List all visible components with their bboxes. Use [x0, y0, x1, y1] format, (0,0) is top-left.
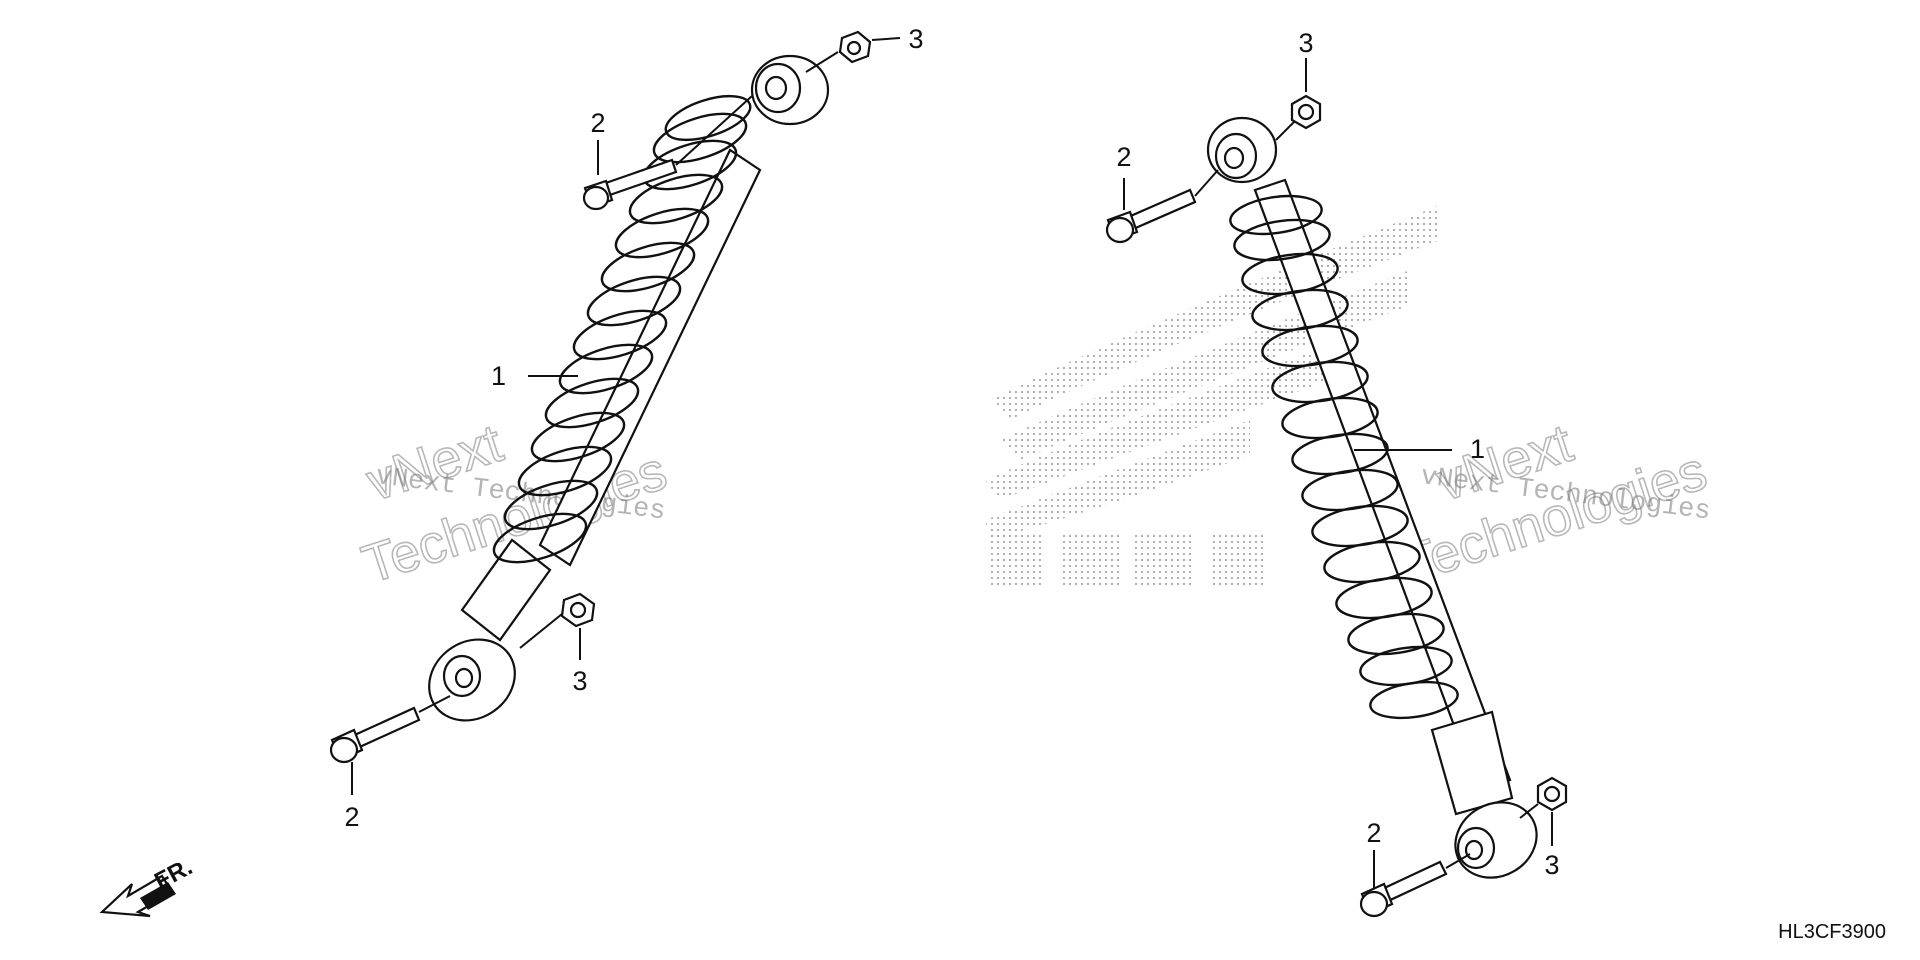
right-upper-eye: [1206, 116, 1278, 184]
leader-left-upper-nut: [871, 37, 901, 41]
callout-right-upper-nut: 3: [1298, 28, 1313, 58]
front-arrow-hatch-icon: [140, 882, 176, 910]
brand-wordmark-watermark: [990, 535, 1265, 585]
diagram-code: HL3CF3900: [1778, 921, 1886, 943]
callout-right-lower-nut: 3: [1544, 850, 1559, 880]
right-upper-bolt: [1105, 169, 1219, 244]
callout-right-upper-bolt: 2: [1116, 142, 1131, 172]
left-upper-eye: [750, 54, 830, 126]
right-damper-body: [1430, 710, 1538, 879]
left-lower-bolt: [329, 695, 451, 764]
right-coil-spring: [1229, 194, 1459, 720]
callout-left-lower-nut: 3: [572, 666, 587, 696]
left-damper-body: [428, 538, 552, 722]
callout-right-lower-bolt: 2: [1366, 818, 1381, 848]
left-upper-nut: [805, 30, 872, 73]
callout-left-upper-nut: 3: [908, 24, 923, 54]
front-direction-marker: FR.: [99, 853, 197, 918]
left-lower-nut: [519, 592, 596, 649]
right-shock-absorber: [1206, 116, 1538, 879]
right-lower-bolt: [1359, 853, 1471, 918]
brand-logo-watermark: [985, 205, 1440, 585]
callout-right-shock: 1: [1470, 434, 1485, 464]
right-lower-nut: [1519, 776, 1568, 819]
left-shock-absorber: [428, 54, 830, 722]
left-coil-spring: [492, 94, 752, 564]
callout-left-shock: 1: [491, 361, 506, 391]
callout-left-upper-bolt: 2: [590, 108, 605, 138]
callout-left-lower-bolt: 2: [344, 802, 359, 832]
right-upper-nut: [1275, 94, 1322, 141]
left-upper-bolt: [582, 95, 753, 211]
watermark-right: vNext Technologies vNext Technologies: [1394, 412, 1714, 596]
